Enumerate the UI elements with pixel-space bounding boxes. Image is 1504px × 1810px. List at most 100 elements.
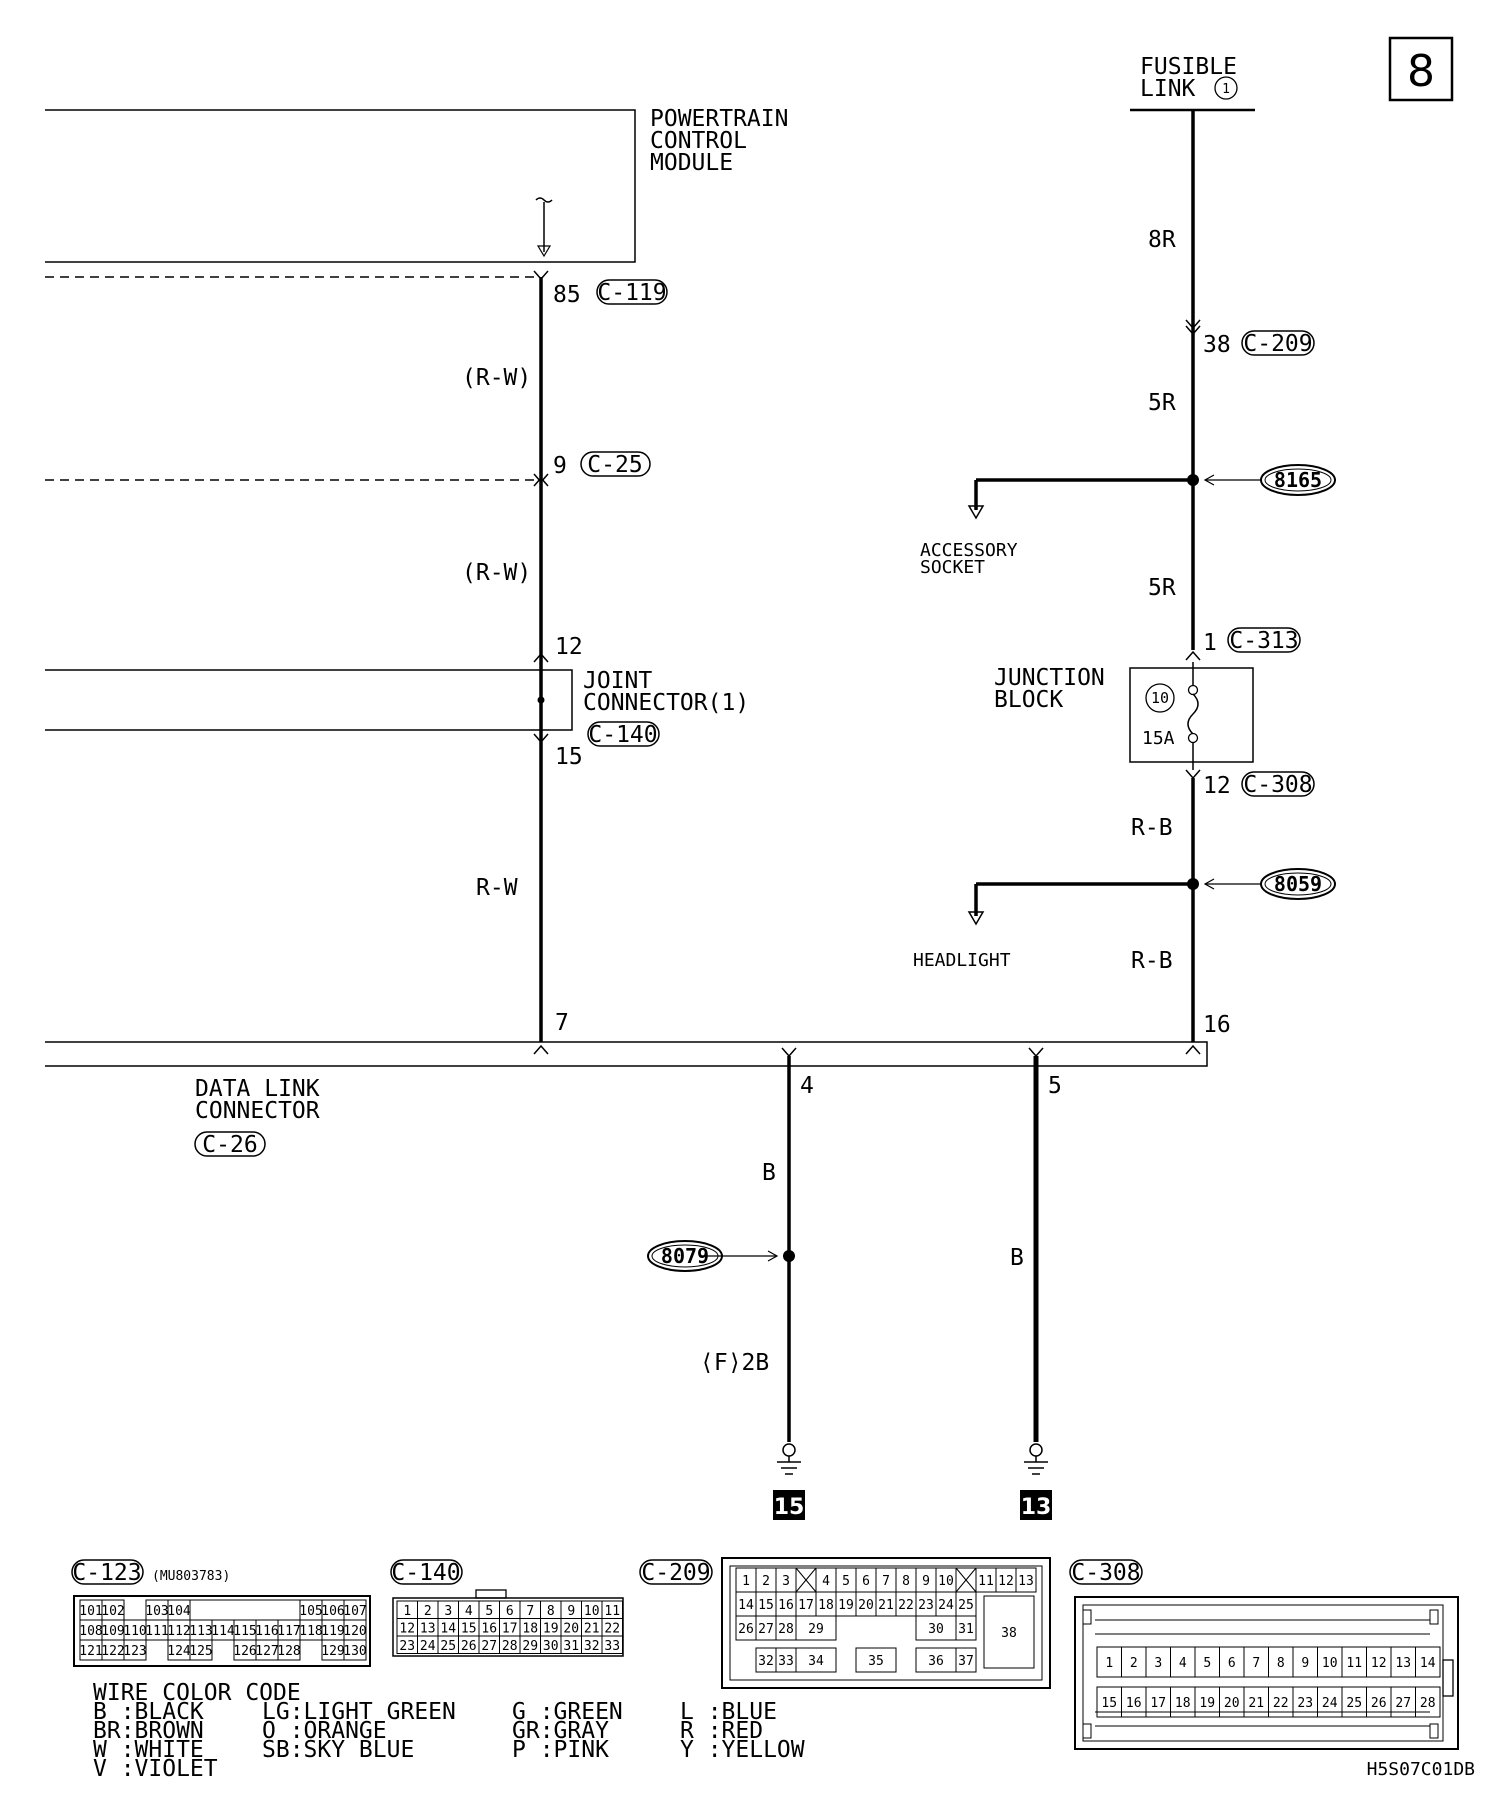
pin-cell: 18 <box>522 1621 538 1636</box>
pin-cell: 21 <box>584 1621 600 1636</box>
legend-g: G :GREEN <box>512 1699 623 1725</box>
pin-cell: 24 <box>938 1598 954 1613</box>
pin-cell: 3 <box>782 1574 790 1589</box>
ground-15-symbol <box>777 1443 801 1475</box>
c123-part: (MU803783) <box>152 1569 230 1584</box>
pin-cell: 1 <box>403 1604 411 1619</box>
pin-cell: 23 <box>918 1598 934 1613</box>
pin-cell: 12 <box>399 1621 415 1636</box>
pin-cell: 126 <box>233 1644 256 1659</box>
pin-85: 85 <box>553 282 581 308</box>
pcm-label-2: CONTROL <box>650 128 747 154</box>
pin-cell: 128 <box>277 1644 300 1659</box>
pin-12-jb: 12 <box>1203 773 1231 799</box>
pin-cell: 11 <box>1346 1656 1362 1671</box>
pin-cell: 7 <box>882 1574 890 1589</box>
pin-cell: 7 <box>1252 1656 1260 1671</box>
wire-label-8r: 8R <box>1148 227 1176 253</box>
wire-label-f2b: ⟨F⟩2B <box>700 1350 769 1376</box>
pin-cell: 26 <box>1371 1696 1387 1711</box>
pin-cell: 129 <box>321 1644 344 1659</box>
pin-cell: 15 <box>1101 1696 1117 1711</box>
pin-cell: 15 <box>461 1621 477 1636</box>
fusible-num-circle <box>1214 76 1238 100</box>
pin-cell: 7 <box>526 1604 534 1619</box>
pin-cell: 37 <box>958 1654 974 1669</box>
pin-cell: 22 <box>898 1598 914 1613</box>
pin-cell: 3 <box>444 1604 452 1619</box>
pin-12-joint: 12 <box>555 634 583 660</box>
pin-cell: 26 <box>461 1639 477 1654</box>
fuse-num-circle <box>1145 683 1175 713</box>
pin-cell: 21 <box>1248 1696 1264 1711</box>
pin-cell: 32 <box>584 1639 600 1654</box>
fusible-label-2: LINK <box>1140 76 1196 102</box>
junction-block: JUNCTION BLOCK 10 15A <box>994 662 1254 770</box>
pin-cell: 13 <box>1395 1656 1411 1671</box>
pin-cell: 106 <box>321 1604 344 1619</box>
conn-c308-tag: C-308 <box>1241 771 1315 798</box>
pin-5: 5 <box>1048 1073 1062 1099</box>
junction-label-1: JUNCTION <box>994 665 1105 691</box>
legend-p: P :PINK <box>512 1737 609 1763</box>
wire-label-5r-a: 5R <box>1148 390 1176 416</box>
pin-cell: 105 <box>299 1604 322 1619</box>
pin-cell: 33 <box>778 1654 794 1669</box>
pin-cell: 8 <box>1277 1656 1285 1671</box>
pin-cell: 19 <box>543 1621 559 1636</box>
pin-cell: 118 <box>299 1624 322 1639</box>
pin-cell: 4 <box>822 1574 830 1589</box>
splice-8059-tag: 8059 <box>1260 868 1336 900</box>
dlc-label-1: DATA LINK <box>195 1076 320 1102</box>
pin-cell: 19 <box>838 1598 854 1613</box>
pin-cell: 115 <box>233 1624 256 1639</box>
pin-cell: 28 <box>502 1639 518 1654</box>
pin-cell: 2 <box>762 1574 770 1589</box>
pin-cell: 17 <box>798 1598 814 1613</box>
pin-cell: 15 <box>758 1598 774 1613</box>
page-number-box <box>1388 36 1454 102</box>
pin-cell: 5 <box>1203 1656 1211 1671</box>
drawing-code: H5S07C01DB <box>1367 1759 1475 1780</box>
pin-cell: 101 <box>79 1604 102 1619</box>
accessory-label-2: SOCKET <box>920 557 985 578</box>
headlight-label: HEADLIGHT <box>913 950 1011 971</box>
pin-cell: 16 <box>481 1621 497 1636</box>
pin-cell: 104 <box>167 1604 191 1619</box>
pin-cell: 34 <box>808 1654 824 1669</box>
conn-c119-tag: C-119 <box>596 279 668 306</box>
pin-cell: 9 <box>922 1574 930 1589</box>
pin-cell: 119 <box>321 1624 344 1639</box>
conn-c209-tag: C-209 <box>1241 330 1315 357</box>
legend-title: WIRE COLOR CODE <box>93 1680 301 1706</box>
legend-r: R :RED <box>680 1718 763 1744</box>
pin-cell: 27 <box>1395 1696 1411 1711</box>
pin-cell: 18 <box>1175 1696 1191 1711</box>
pin-cell: 31 <box>563 1639 579 1654</box>
pin-cell: 24 <box>1322 1696 1338 1711</box>
pin-cell: 109 <box>101 1624 124 1639</box>
svg-text:C-209: C-209 <box>1243 331 1312 357</box>
svg-text:C-308: C-308 <box>1243 772 1312 798</box>
pin-cell: 4 <box>465 1604 473 1619</box>
pin-cell: 123 <box>123 1644 146 1659</box>
pin-cell: 117 <box>277 1624 300 1639</box>
pin-cell: 4 <box>1179 1656 1187 1671</box>
wire-label-5r-b: 5R <box>1148 575 1176 601</box>
pin-cell: 103 <box>145 1604 168 1619</box>
wire-label-rw-3: R-W <box>476 875 518 901</box>
joint-label-1: JOINT <box>583 668 652 694</box>
pin-cell: 102 <box>101 1604 124 1619</box>
pin-cell: 38 <box>1001 1626 1017 1641</box>
pin-cell: 113 <box>189 1624 212 1639</box>
svg-text:C-25: C-25 <box>587 452 642 478</box>
legend-o: O :ORANGE <box>262 1718 387 1744</box>
fusible-num: 1 <box>1222 82 1230 97</box>
pin-cell: 11 <box>604 1604 620 1619</box>
pin-cell: 16 <box>778 1598 794 1613</box>
